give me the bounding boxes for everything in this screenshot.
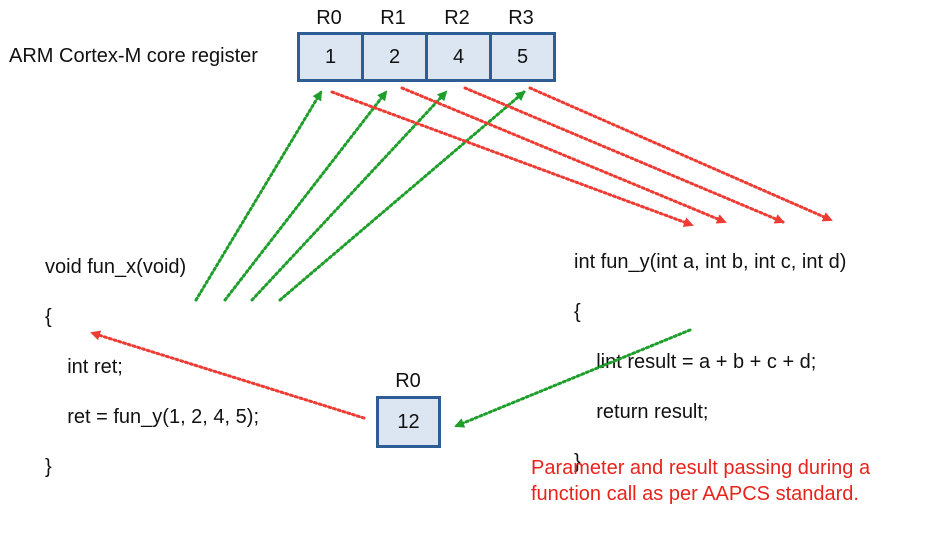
- caller-line-2: {: [45, 306, 52, 328]
- callee-line-3: lint result = a + b + c + d;: [574, 351, 817, 373]
- result-register-value: 12: [397, 410, 420, 433]
- caption-line-1: Parameter and result passing during a: [531, 457, 871, 479]
- caller-line-5: }: [45, 456, 52, 478]
- register-name-r0: R0: [316, 7, 342, 29]
- caller-code: void fun_x(void) { int ret; ret = fun_y(…: [45, 230, 259, 505]
- arg-arrow-4-to-r2: [250, 90, 448, 302]
- caption: Parameter and result passing during a fu…: [531, 455, 870, 507]
- register-name-r1: R1: [380, 7, 406, 29]
- callee-line-5: }: [574, 451, 581, 473]
- register-cell-r3: 5: [489, 32, 556, 82]
- result-register-cell: 12: [376, 396, 441, 448]
- result-arrow-r0-to-ret: [90, 330, 366, 420]
- result-register-name: R0: [395, 370, 421, 392]
- callee-line-4: return result;: [574, 401, 709, 423]
- core-register-label: ARM Cortex-M core register: [9, 45, 258, 67]
- caption-line-2: function call as per AAPCS standard.: [531, 483, 859, 505]
- caller-line-3: int ret;: [45, 356, 123, 378]
- param-arrow-r3-to-d: [528, 86, 833, 222]
- register-value-r3: 5: [516, 45, 529, 68]
- callee-line-1: int fun_y(int a, int b, int c, int d): [574, 251, 847, 273]
- caller-line-1: void fun_x(void): [45, 256, 187, 278]
- param-arrow-r2-to-c: [463, 86, 785, 224]
- callee-code: int fun_y(int a, int b, int c, int d) { …: [574, 225, 846, 500]
- callee-line-2: {: [574, 301, 581, 323]
- register-value-r2: 4: [452, 45, 465, 68]
- param-arrow-r1-to-b: [400, 86, 727, 224]
- register-name-r3: R3: [508, 7, 534, 29]
- return-arrow-to-r0: [454, 328, 692, 428]
- register-value-r0: 1: [324, 45, 337, 68]
- register-name-r2: R2: [444, 7, 470, 29]
- arg-arrow-1-to-r0: [194, 90, 323, 302]
- register-cell-r0: 1: [297, 32, 364, 82]
- arg-arrow-5-to-r3: [278, 90, 526, 302]
- param-arrow-r0-to-a: [330, 90, 694, 227]
- register-value-r1: 2: [388, 45, 401, 68]
- caller-line-4: ret = fun_y(1, 2, 4, 5);: [45, 406, 259, 428]
- arg-arrow-2-to-r1: [223, 90, 388, 302]
